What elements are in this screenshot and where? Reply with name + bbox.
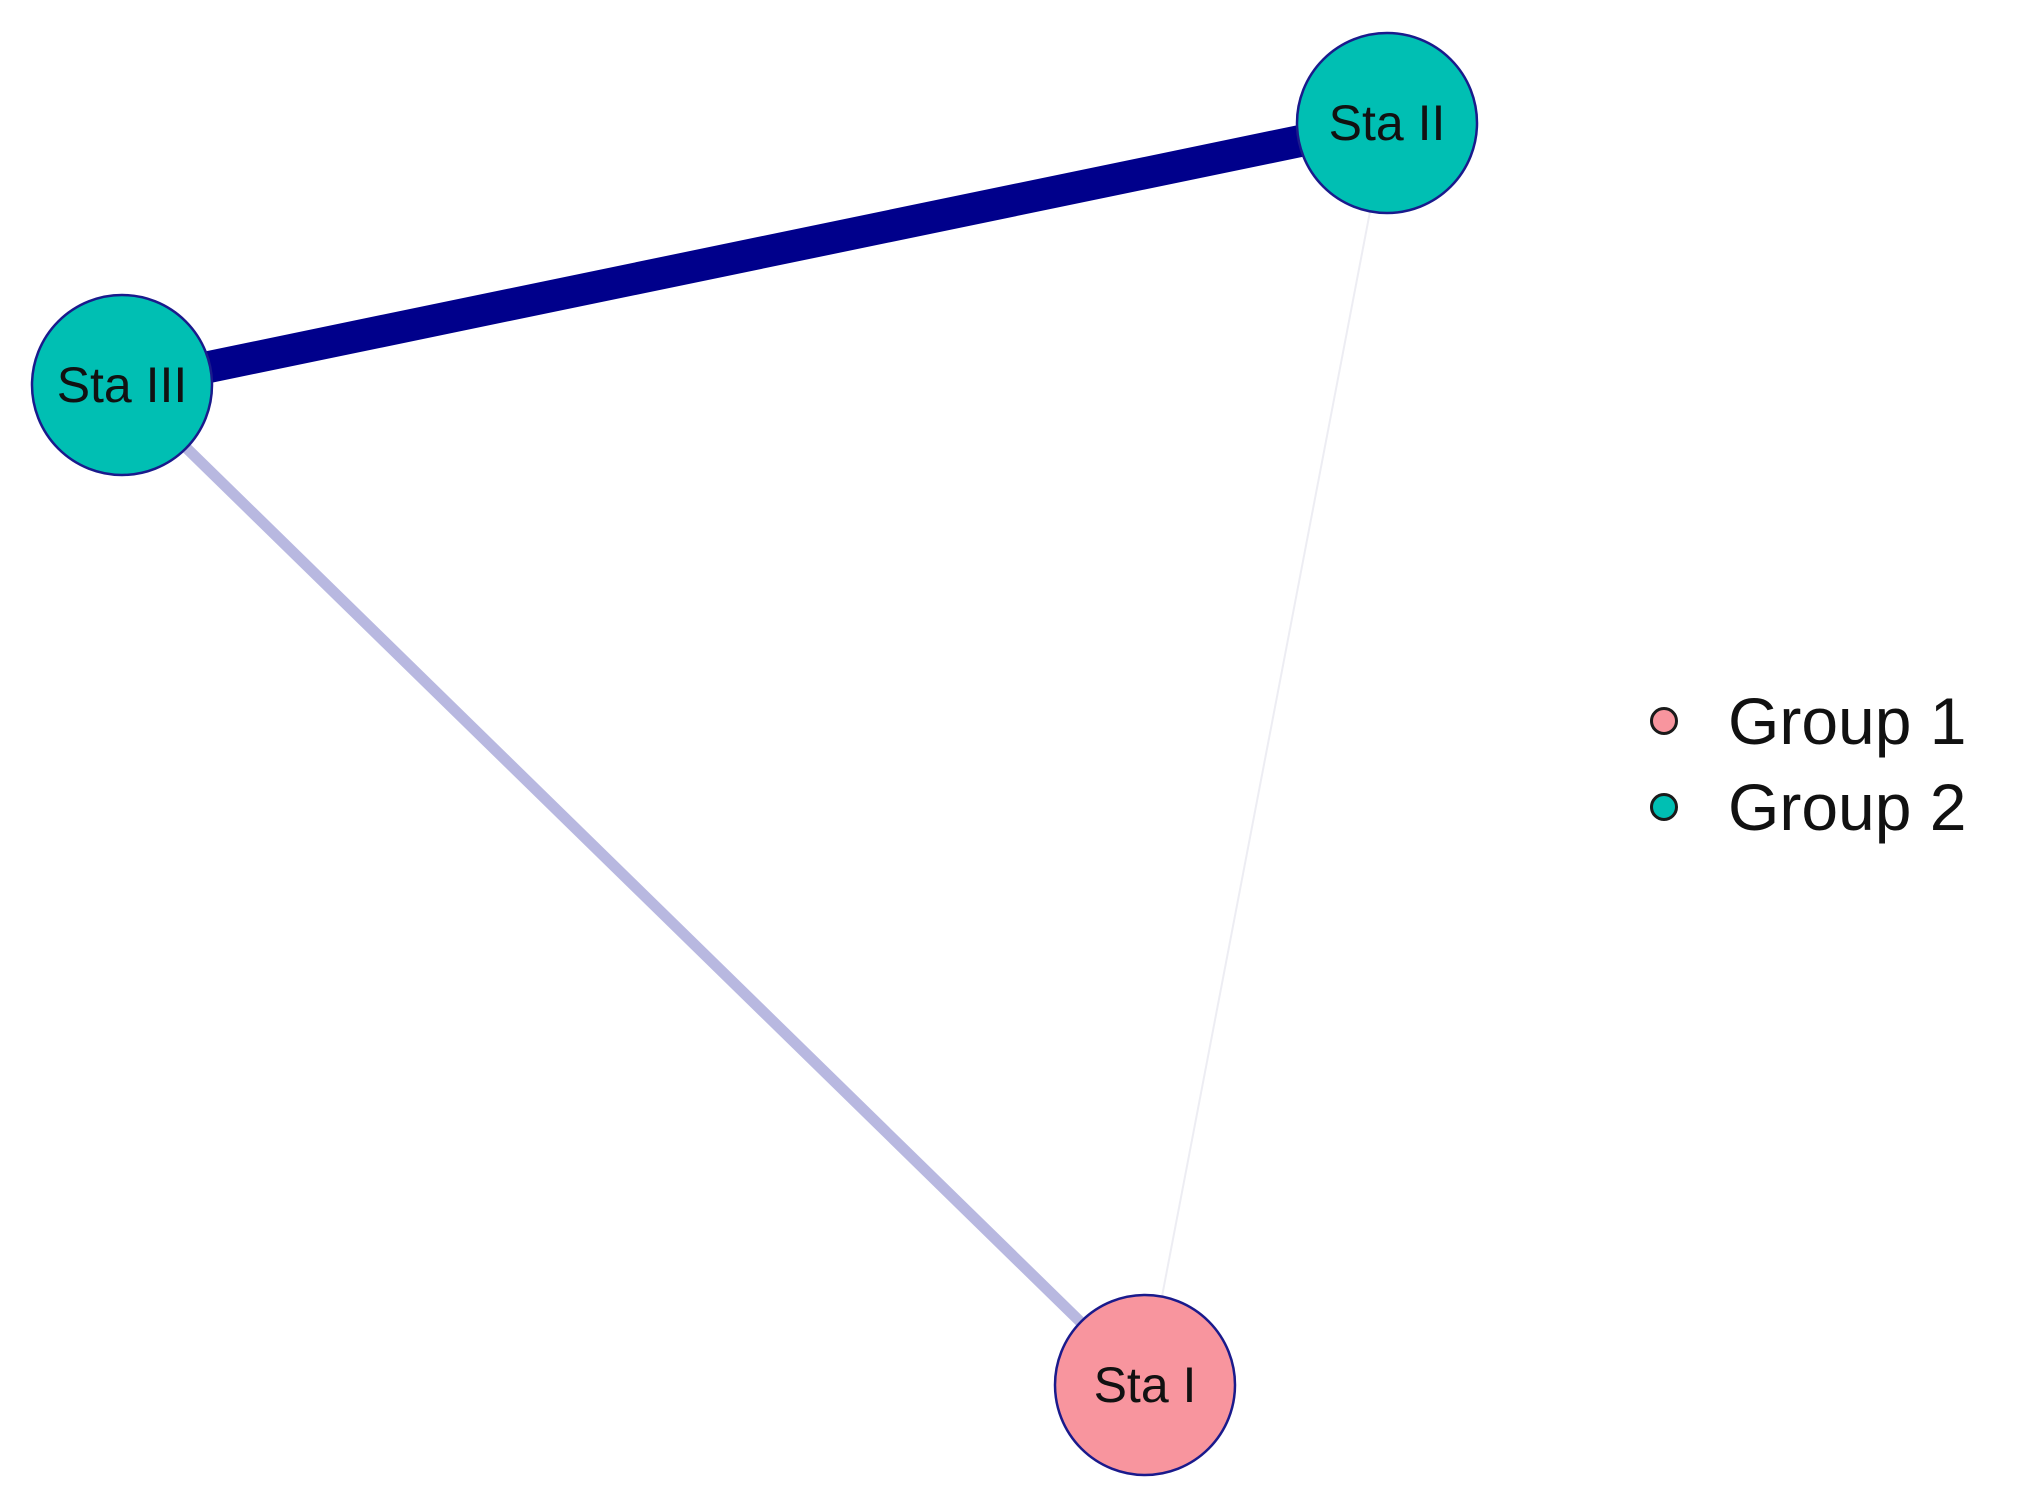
legend-item-group-2: Group 2 bbox=[1640, 764, 2010, 850]
node-label-sta2: Sta II bbox=[1329, 95, 1446, 151]
node-circle-sta3 bbox=[30, 293, 214, 477]
edge-sta3-sta1 bbox=[118, 381, 1149, 1389]
legend-swatch-group-2 bbox=[1650, 793, 1678, 821]
node-sta3: Sta III bbox=[30, 293, 214, 477]
legend: Group 1 Group 2 bbox=[1640, 678, 2010, 850]
legend-item-group-1: Group 1 bbox=[1640, 678, 2010, 764]
nodes-layer: Sta I Sta II Sta III bbox=[30, 31, 1479, 1477]
legend-label-group-2: Group 2 bbox=[1728, 770, 1967, 844]
node-label-sta1: Sta I bbox=[1094, 1357, 1197, 1413]
edges-layer bbox=[118, 107, 1391, 1389]
node-circle-sta2 bbox=[1295, 31, 1479, 215]
node-label-sta3: Sta III bbox=[57, 357, 188, 413]
node-circle-sta1 bbox=[1053, 1293, 1237, 1477]
node-sta2: Sta II bbox=[1295, 31, 1479, 215]
edge-sta3-sta2 bbox=[118, 107, 1391, 401]
edge-sta2-sta1 bbox=[1144, 122, 1388, 1386]
legend-label-group-1: Group 1 bbox=[1728, 684, 1967, 758]
node-sta1: Sta I bbox=[1053, 1293, 1237, 1477]
legend-swatch-group-1 bbox=[1650, 707, 1678, 735]
